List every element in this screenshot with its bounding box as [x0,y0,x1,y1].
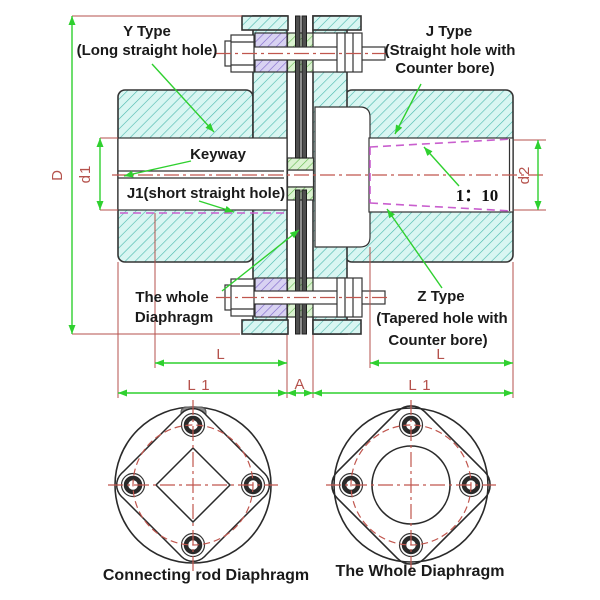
dim-label-A: A [294,376,305,393]
j-type-label-3: Counter bore) [395,60,494,77]
taper-top-line [369,138,513,148]
dimension-lines [68,16,542,397]
dimension-extension-lines [72,15,546,398]
dim-label-L1-right: L 1 [408,377,431,394]
annotation-text: Y Type (Long straight hole) J Type (Stra… [77,23,516,349]
diaphragm-pack [295,15,307,335]
z-type-label-1: Z Type [417,288,464,305]
dim-label-L-right: L [436,346,445,363]
whole-diaphragm-label-2: Diaphragm [135,309,213,326]
phantom-bore-lines [120,138,513,214]
taper-bottom-line [369,202,513,212]
dim-label-L1-left: L 1 [187,377,210,394]
j1-label: J1(short straight hole) [127,185,285,202]
dim-label-D: D [49,169,66,181]
leader-j-type [394,83,422,135]
taper-ratio-label: 1：10 [456,186,499,205]
left-view-caption: Connecting rod Diaphragm [103,567,309,584]
centerlines [112,52,546,299]
dimension-labels: D d1 d2 L L 1 A L L 1 [49,165,533,394]
y-type-label-1: Y Type [123,23,171,40]
whole-diaphragm-view [326,400,496,570]
j-type-label-2: (Straight hole with [385,42,516,59]
j-type-label-1: J Type [426,23,472,40]
whole-diaphragm-label-1: The whole [135,289,208,306]
dim-label-d2: d2 [516,166,533,185]
annotation-leaders [123,63,460,292]
dim-label-L-left: L [216,346,225,363]
center-marks [326,400,496,570]
counter-bore [314,106,371,248]
center-marks [108,400,278,572]
z-type-label-3: Counter bore) [388,332,487,349]
leader-z-type [386,208,443,289]
y-type-label-2: (Long straight hole) [77,42,218,59]
dim-label-d1: d1 [77,165,94,184]
left-bore [117,137,288,211]
right-view-caption: The Whole Diaphragm [336,563,505,580]
z-type-label-2: (Tapered hole with [376,310,507,327]
keyway-label: Keyway [190,146,247,163]
diaphragm-plate [331,405,491,565]
leader-y-type [151,63,215,133]
leader-whole-diaphragm [221,229,300,292]
leader-j1 [198,200,235,213]
section-view [112,15,546,335]
connecting-rods [116,408,270,562]
bolt-nut [336,32,363,73]
leader-keyway [123,160,192,178]
connecting-rod-diaphragm-view [108,400,278,572]
leader-taper-ratio [423,146,460,187]
